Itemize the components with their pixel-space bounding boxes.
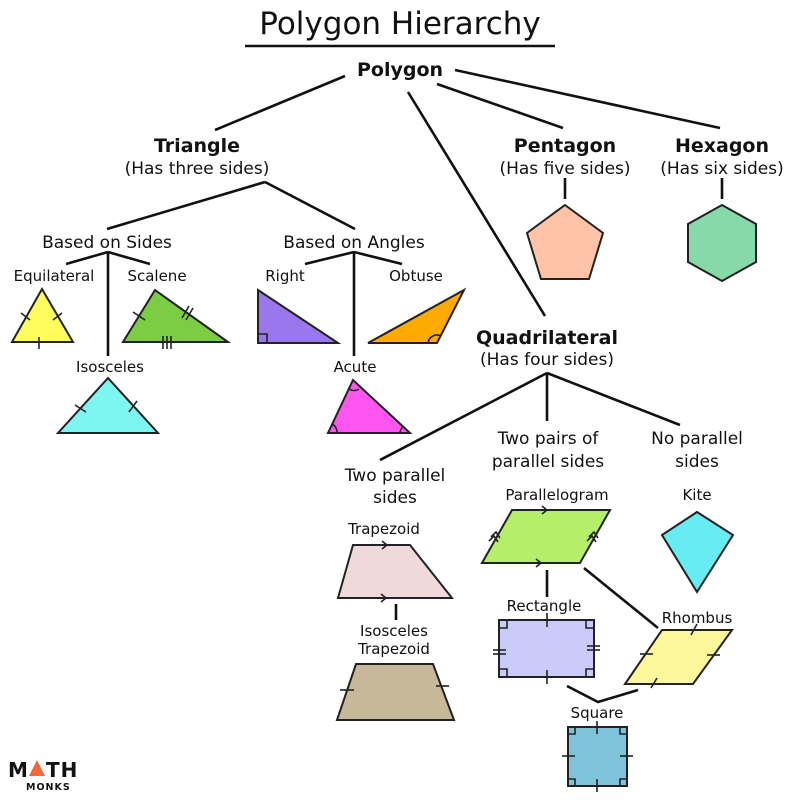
rhombus-label: Rhombus <box>662 609 733 627</box>
right-triangle-shape <box>257 288 342 344</box>
iso-trapezoid-label-2: Trapezoid <box>357 640 430 658</box>
obtuse-label: Obtuse <box>389 267 443 285</box>
rectangle-label: Rectangle <box>507 597 582 615</box>
two-parallel-label-2: sides <box>373 488 417 508</box>
square-label: Square <box>571 704 624 722</box>
triangle-subtitle: (Has three sides) <box>125 159 270 179</box>
scalene-label: Scalene <box>127 267 186 285</box>
trapezoid-label: Trapezoid <box>347 520 420 538</box>
node-hexagon: Hexagon <box>675 135 769 157</box>
rhombus-shape <box>623 623 734 689</box>
node-quadrilateral: Quadrilateral <box>476 327 618 349</box>
acute-triangle-shape <box>326 378 413 434</box>
math-monks-logo: M TH MONKS <box>8 758 78 793</box>
kite-label: Kite <box>682 486 711 504</box>
two-pairs-label-1: Two pairs of <box>497 429 600 449</box>
connectors <box>65 68 724 704</box>
parallelogram-label: Parallelogram <box>505 486 608 504</box>
pentagon-subtitle: (Has five sides) <box>499 159 630 179</box>
equilateral-triangle-shape <box>10 286 75 349</box>
trapezoid-shape <box>336 540 455 603</box>
based-on-sides-label: Based on Sides <box>42 233 172 253</box>
iso-trapezoid-label-1: Isosceles <box>360 622 428 640</box>
hexagon-subtitle: (Has six sides) <box>660 159 783 179</box>
scalene-triangle-shape <box>121 288 232 349</box>
based-on-angles-label: Based on Angles <box>283 233 425 253</box>
two-pairs-label-2: parallel sides <box>492 452 604 472</box>
no-parallel-label-1: No parallel <box>651 429 743 449</box>
pentagon-shape <box>525 203 605 280</box>
isosceles-triangle-shape <box>55 376 161 434</box>
svg-text:MONKS: MONKS <box>26 782 71 793</box>
parallelogram-shape <box>480 505 612 568</box>
quadrilateral-subtitle: (Has four sides) <box>480 350 614 370</box>
no-parallel-label-2: sides <box>675 452 719 472</box>
isosceles-trapezoid-shape <box>335 663 456 721</box>
isosceles-label: Isosceles <box>76 358 144 376</box>
node-pentagon: Pentagon <box>514 135 616 157</box>
kite-shape <box>660 510 735 594</box>
acute-label: Acute <box>334 358 377 376</box>
two-parallel-label-1: Two parallel <box>344 466 446 486</box>
svg-text:TH: TH <box>46 758 78 782</box>
svg-text:M: M <box>8 758 29 782</box>
node-triangle: Triangle <box>154 135 240 157</box>
equilateral-label: Equilateral <box>14 267 95 285</box>
hexagon-shape <box>687 203 757 283</box>
node-polygon: Polygon <box>357 59 443 81</box>
obtuse-triangle-shape <box>367 287 467 344</box>
diagram-title: Polygon Hierarchy <box>259 6 541 42</box>
square-shape <box>562 721 633 792</box>
right-label: Right <box>265 267 305 285</box>
rectangle-shape <box>493 613 600 684</box>
